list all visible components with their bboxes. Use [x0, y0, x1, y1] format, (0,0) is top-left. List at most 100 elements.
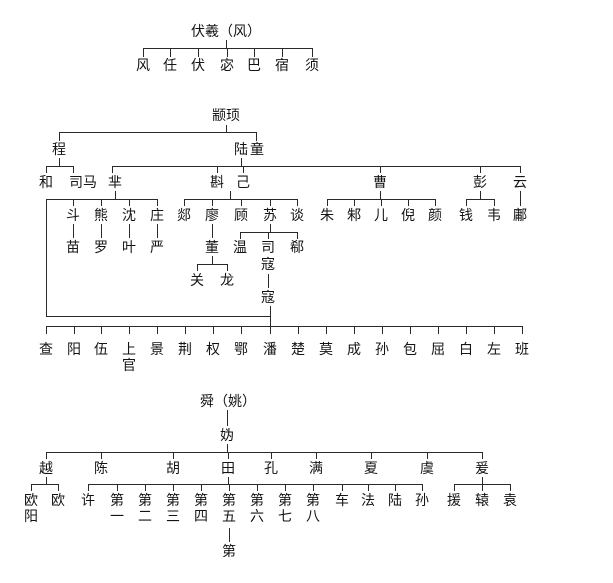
- drop-line: [480, 191, 481, 199]
- drop-line: [59, 132, 60, 141]
- drop-line: [129, 326, 130, 334]
- drop-line: [227, 410, 228, 426]
- drop-line: [227, 444, 228, 452]
- yuan-child-node: 辕: [475, 493, 489, 509]
- tian-child-node-line1: 第: [306, 493, 320, 509]
- drop-line: [212, 224, 213, 238]
- drop-line: [213, 326, 214, 334]
- drop-line: [31, 484, 32, 491]
- drop-line: [327, 199, 328, 206]
- drop-line: [101, 452, 102, 459]
- tian-child-node: 第七: [278, 493, 292, 525]
- fuxi-child-node: 任: [163, 58, 177, 74]
- drop-line: [241, 199, 242, 206]
- mi-child-node: 熊: [94, 208, 108, 224]
- drop-line: [129, 199, 130, 206]
- fuxi-child-node: 伏: [191, 58, 205, 74]
- drop-line: [342, 484, 343, 491]
- mi-child-node: 斗: [66, 208, 80, 224]
- drop-line: [395, 484, 396, 491]
- bottom-row-node: 成: [347, 342, 361, 358]
- ji-child-node: 谈: [290, 208, 304, 224]
- sima-node: 司马: [69, 175, 97, 191]
- xi-node: 郗: [290, 240, 304, 256]
- fuxi-drop-line: [227, 48, 228, 57]
- fuxi-drop-line: [312, 48, 313, 57]
- drop-line: [270, 199, 271, 206]
- drop-line: [270, 306, 271, 326]
- tian-child-node-line2: 六: [250, 509, 264, 525]
- fuxi-child-node: 宿: [275, 58, 289, 74]
- fuxi-root-node: 伏羲（风）: [191, 24, 261, 40]
- yuan-child-node: 袁: [503, 493, 517, 509]
- drop-line: [297, 232, 298, 239]
- zhuanxu-bus-line: [59, 132, 256, 133]
- tian-child-node: 第八: [306, 493, 320, 525]
- drop-line: [454, 484, 455, 491]
- peng-bus-line: [466, 199, 494, 200]
- drop-line: [73, 224, 74, 238]
- drop-line: [326, 326, 327, 334]
- ouyang-node-line1: 欧: [24, 493, 38, 509]
- tian-child-node-line2: 一: [110, 509, 124, 525]
- drop-line: [408, 199, 409, 206]
- di-node: 第: [222, 544, 236, 560]
- drop-line: [354, 199, 355, 206]
- tian-child-node-line2: 三: [166, 509, 180, 525]
- drop-line: [197, 264, 198, 271]
- tian-bus-line: [88, 484, 422, 485]
- drop-line: [316, 452, 317, 459]
- shangguan-node-line1: 上: [122, 342, 136, 358]
- ji-child-node: 苏: [263, 208, 277, 224]
- bottom-row-node: 孙: [375, 342, 389, 358]
- bottom-row-node: 伍: [94, 342, 108, 358]
- drop-line: [482, 477, 483, 484]
- drop-line: [520, 191, 521, 206]
- drop-line: [270, 326, 271, 334]
- tian-child-node-line1: 第: [110, 493, 124, 509]
- shun-level2-node: 夏: [364, 461, 378, 477]
- tian-child-node: 第三: [166, 493, 180, 525]
- shun-bus-line: [46, 452, 482, 453]
- drop-line: [185, 326, 186, 334]
- mi-grandchild-node: 叶: [122, 240, 136, 256]
- tian-child-node-line2: 八: [306, 509, 320, 525]
- qian-node: 钱: [459, 208, 473, 224]
- drop-line: [73, 166, 74, 173]
- mi-child-node: 庄: [150, 208, 164, 224]
- cheng-bus-line: [46, 166, 73, 167]
- cao-child-node: 儿: [374, 208, 388, 224]
- shun-level2-node: 田: [221, 461, 235, 477]
- drop-line: [217, 166, 218, 173]
- drop-line: [88, 484, 89, 491]
- drop-line: [482, 484, 483, 491]
- yong-node: 鄘: [513, 208, 527, 224]
- fuxi-child-node: 须: [305, 58, 319, 74]
- drop-line: [371, 452, 372, 459]
- drop-line: [285, 484, 286, 491]
- tong-node: 童: [250, 142, 264, 158]
- shun-level2-node: 胡: [166, 461, 180, 477]
- drop-line: [257, 484, 258, 491]
- drop-line: [480, 166, 481, 173]
- tian-child-node: 陆: [388, 493, 402, 509]
- drop-line: [298, 326, 299, 334]
- tian-child-node-line2: 二: [138, 509, 152, 525]
- drop-line: [422, 484, 423, 491]
- tian-child-node: 法: [361, 493, 375, 509]
- tian-child-node-line1: 陆: [388, 493, 402, 509]
- tian-child-node-line1: 第: [250, 493, 264, 509]
- drop-line: [46, 326, 47, 334]
- drop-line: [228, 452, 229, 459]
- zhuanxu-root-node: 颛顼: [212, 108, 240, 124]
- drop-line: [212, 256, 213, 264]
- drop-line: [268, 274, 269, 288]
- drop-line: [241, 326, 242, 334]
- drop-line: [101, 199, 102, 206]
- cao-child-node: 倪: [401, 208, 415, 224]
- si-node: 司: [261, 240, 275, 256]
- drop-line: [129, 224, 130, 238]
- bottom-row-node: 班: [515, 342, 529, 358]
- shun-level2-node: 陈: [94, 461, 108, 477]
